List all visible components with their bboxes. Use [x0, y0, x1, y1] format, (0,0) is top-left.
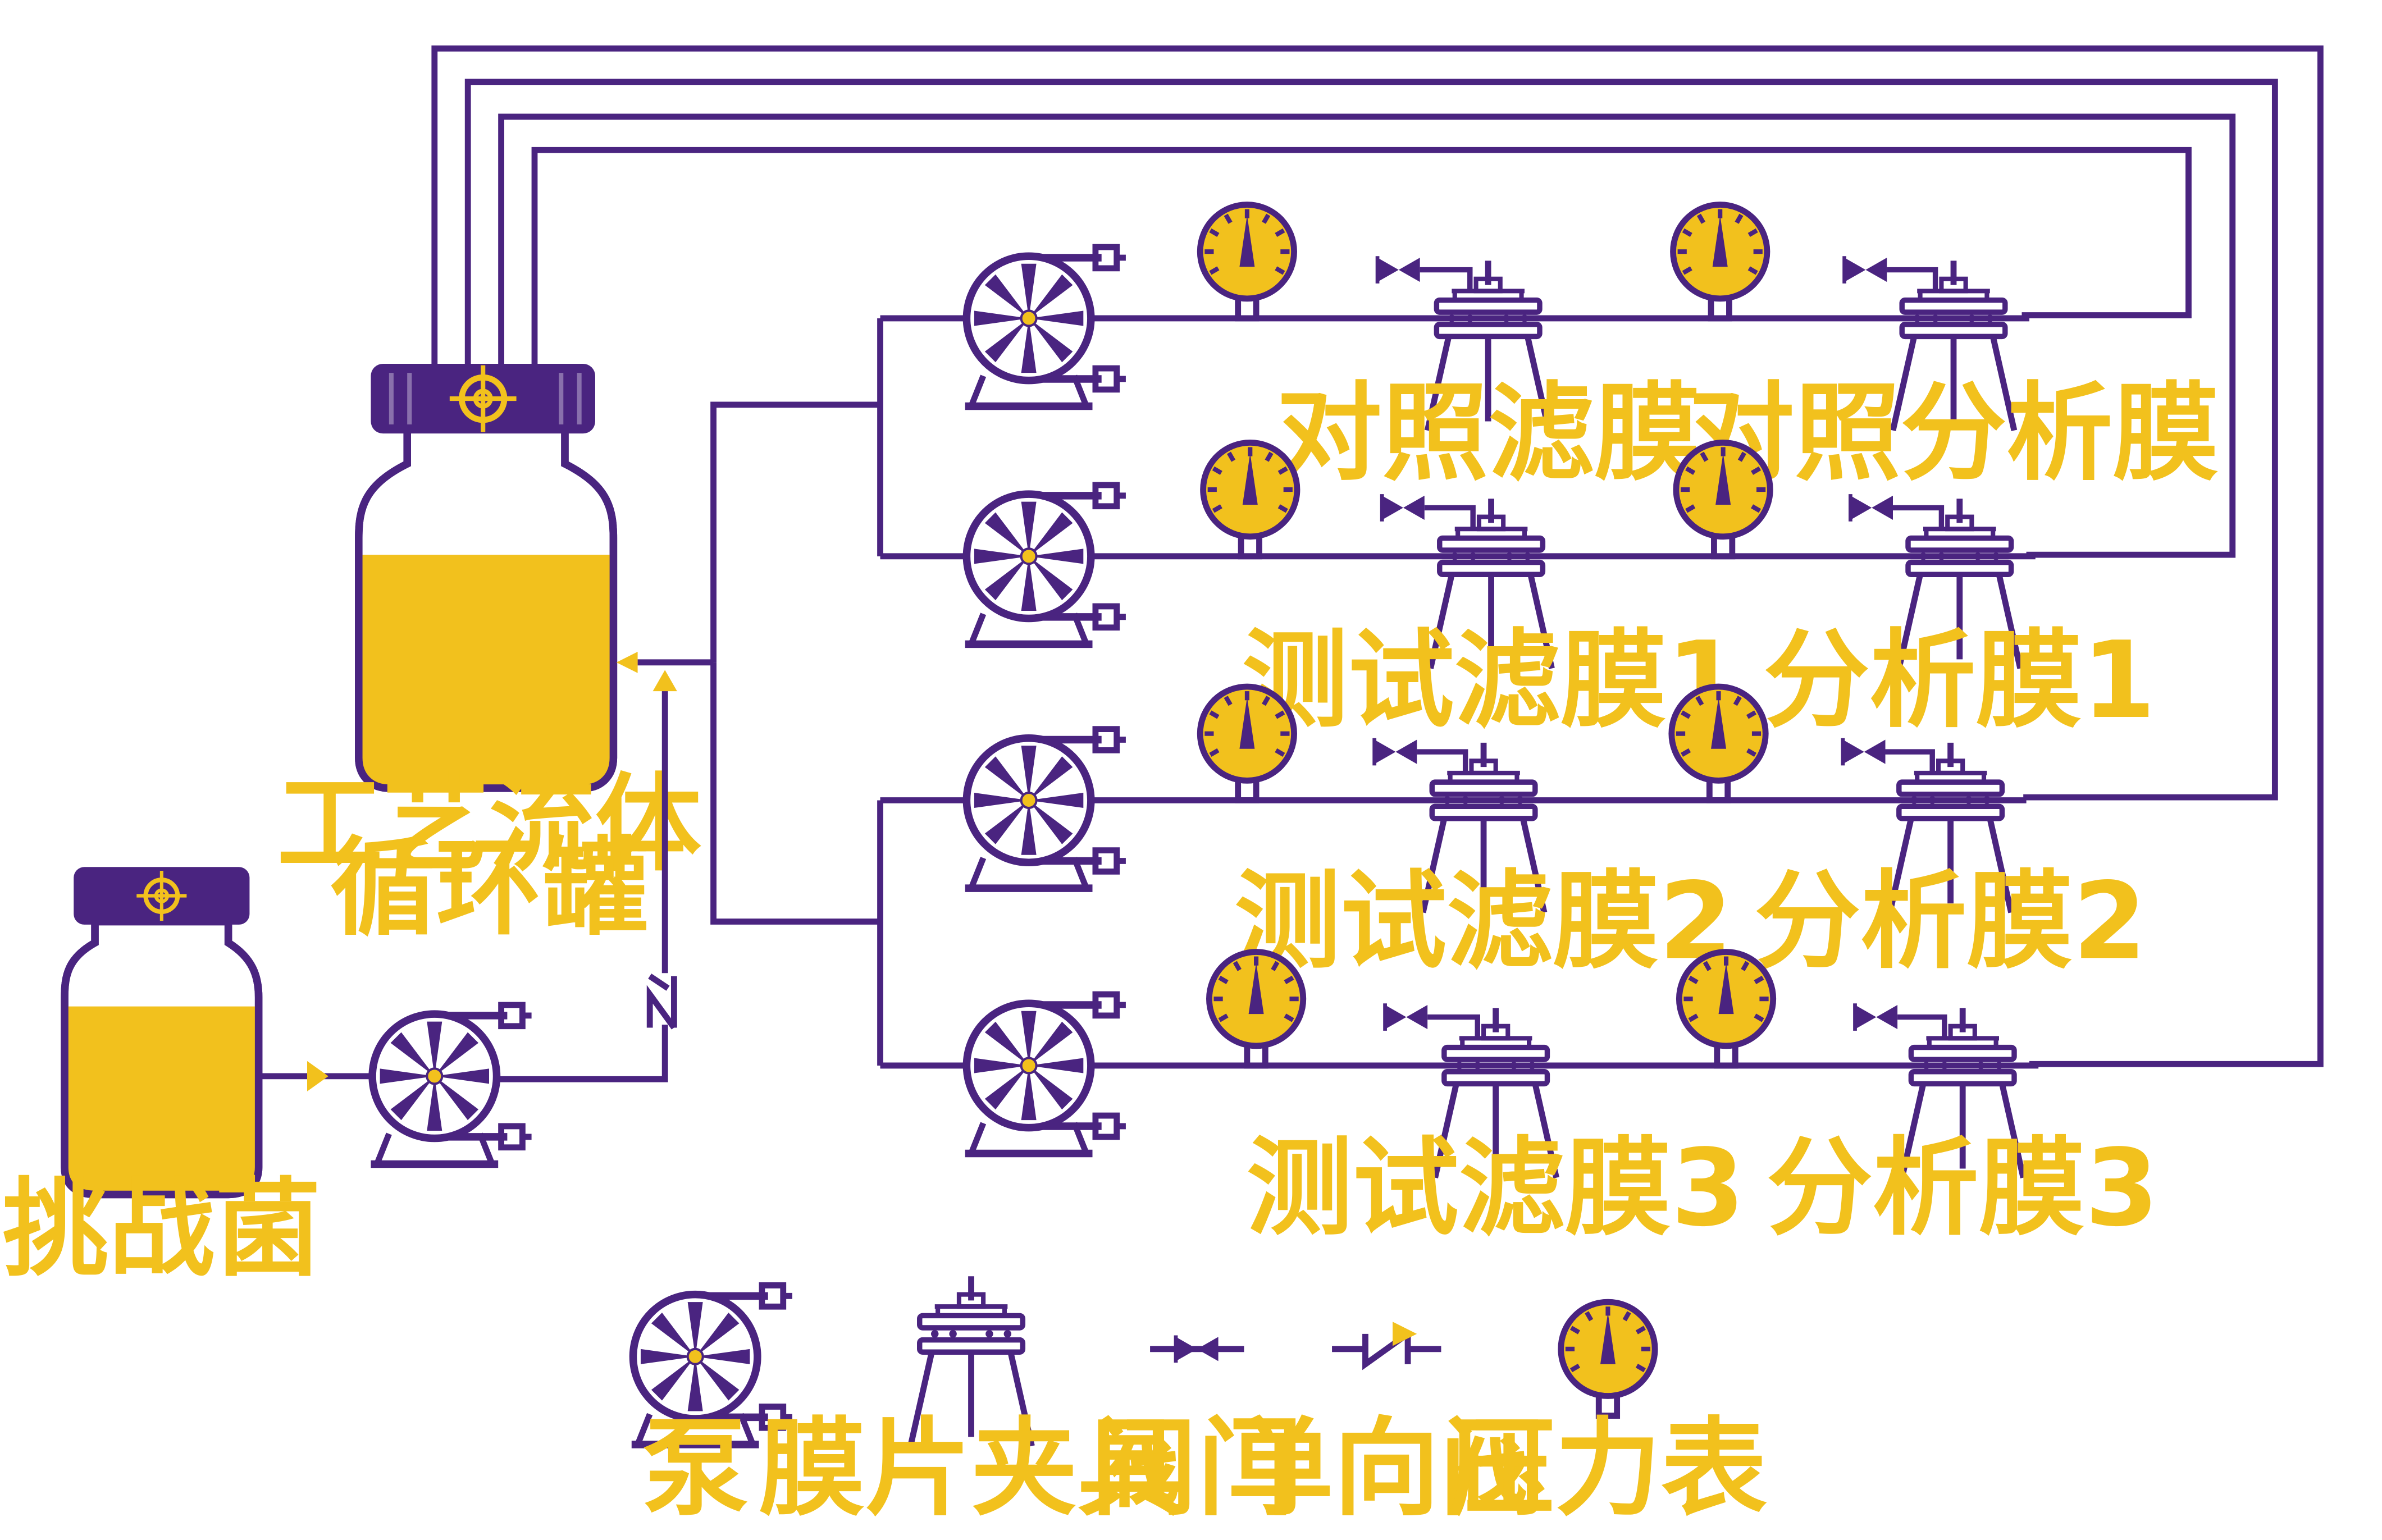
pump-icon [965, 994, 1126, 1153]
vent-line [1887, 267, 1938, 291]
vent-line [1427, 1014, 1480, 1039]
legend: 泵 膜片夹具 阀门 单向阀 压力表 [632, 1276, 1767, 1530]
pump-icon [965, 485, 1126, 644]
analysis-label: 分析膜3 [1767, 1126, 2159, 1250]
pump-icon [965, 729, 1126, 888]
process-tank-label-line1: 工艺流体 [277, 762, 701, 886]
valve-icon [1375, 738, 1417, 766]
pressure-gauge-icon [1673, 204, 1767, 318]
analysis-label: 对照分析膜 [1689, 372, 2219, 495]
pressure-gauge-icon [1679, 952, 1773, 1065]
feed-pump [371, 1005, 531, 1164]
feed-arrow-up [652, 670, 677, 692]
vent-line [1885, 749, 1935, 773]
filter-label: 测试滤膜3 [1247, 1126, 1745, 1250]
vent-line [1420, 267, 1473, 291]
valve-icon [1855, 1003, 1898, 1031]
manifold [710, 315, 971, 1069]
feed-arrow [307, 1061, 328, 1091]
valve-icon [1843, 738, 1886, 766]
pressure-gauge-icon [1672, 687, 1765, 800]
vent-line [1897, 1014, 1947, 1039]
legend-holder-label: 膜片夹具 [759, 1407, 1184, 1530]
pressure-gauge-icon [1203, 442, 1297, 556]
filter-label: 测试滤膜2 [1234, 860, 1732, 983]
pressure-gauge-icon [1200, 687, 1294, 800]
pressure-gauge-icon [1676, 442, 1770, 556]
valve-icon [1385, 1003, 1428, 1031]
legend-gauge-icon [1561, 1302, 1655, 1415]
valve-icon [1850, 494, 1893, 522]
valve-icon [1382, 494, 1425, 522]
return-lines [431, 45, 2324, 1067]
process-tank-label-line2: 循环罐 [330, 826, 649, 950]
legend-gauge-label: 压力表 [1449, 1407, 1767, 1530]
analysis-label: 分析膜1 [1764, 619, 2156, 742]
pump-icon [965, 247, 1126, 406]
valve-icon [1845, 256, 1887, 284]
analysis-label: 分析膜2 [1754, 860, 2146, 983]
legend-pump-label: 泵 [642, 1407, 749, 1530]
pressure-gauge-icon [1200, 204, 1294, 318]
legend-valve-icon [1150, 1336, 1244, 1363]
challenge-tank [61, 867, 263, 1199]
pressure-gauge-icon [1209, 952, 1303, 1065]
tank-inlet-arrow [616, 651, 638, 673]
filter-label: 对照滤膜 [1276, 372, 1700, 495]
filter-label: 测试滤膜1 [1242, 619, 1740, 742]
challenge-tank-label: 挑战菌 [2, 1167, 321, 1291]
legend-valve-label: 阀门 [1091, 1407, 1303, 1530]
legend-check-valve-icon [1332, 1322, 1441, 1370]
vent-line [1417, 749, 1468, 773]
valve-icon [1377, 256, 1420, 284]
check-valve-feed [646, 974, 677, 1030]
vent-line [1893, 505, 1945, 529]
vent-line [1424, 505, 1476, 529]
legend-check-valve-label: 单向阀 [1227, 1407, 1546, 1530]
process-tank [355, 364, 618, 792]
